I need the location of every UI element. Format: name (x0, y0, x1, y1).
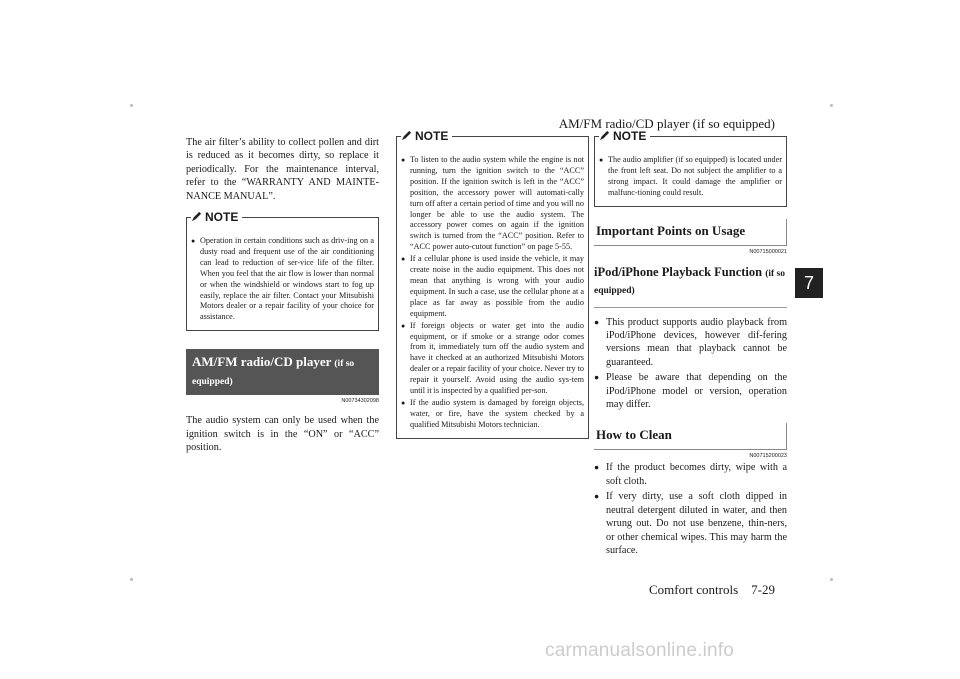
chapter-tab: 7 (795, 268, 823, 298)
watermark: carmanualsonline.info (545, 640, 735, 661)
body-paragraph: The audio system can only be used when t… (186, 415, 379, 454)
column-2: NOTE To listen to the audio system while… (396, 129, 589, 439)
note-pencil-icon (191, 211, 202, 222)
section-title: AM/FM radio/CD player (if so equipped) (186, 349, 379, 396)
note-box: NOTE Operation in certain conditions suc… (186, 210, 379, 332)
note-item: Operation in certain conditions such as … (191, 236, 374, 323)
footer-section: Comfort controls (648, 582, 739, 597)
intro-paragraph: The air filter’s ability to collect poll… (186, 137, 379, 202)
note-box: NOTE The audio amplifier (if so equipped… (594, 129, 787, 207)
column-1: The air filter’s ability to collect poll… (186, 136, 379, 455)
note-item: To listen to the audio system while the … (401, 155, 584, 253)
note-label: NOTE (191, 210, 243, 225)
list-item: If the product becomes dirty, wipe with … (594, 461, 787, 488)
list-item: This product supports audio playback fro… (594, 316, 787, 370)
page-header: AM/FM radio/CD player (if so equipped) (558, 116, 775, 131)
note-item: The audio amplifier (if so equipped) is … (599, 155, 782, 199)
crop-mark (830, 104, 833, 107)
note-item: If foreign objects or water get into the… (401, 321, 584, 397)
note-label: NOTE (401, 129, 453, 143)
note-item: If a cellular phone is used inside the v… (401, 254, 584, 319)
heading-important-points: Important Points on Usage (594, 218, 787, 246)
list-item: If very dirty, use a soft cloth dipped i… (594, 490, 787, 557)
page-footer: Comfort controls 7-29 (649, 582, 775, 598)
crop-mark (830, 578, 833, 581)
note-box: NOTE To listen to the audio system while… (396, 129, 589, 439)
section-code: N00715200023 (749, 453, 787, 460)
section-code: N00734302098 (341, 398, 379, 405)
crop-mark (130, 578, 133, 581)
note-label: NOTE (599, 129, 651, 143)
heading-ipod-playback: iPod/iPhone Playback Function (if so equ… (594, 265, 787, 308)
heading-how-to-clean: How to Clean (594, 423, 787, 451)
crop-mark (130, 104, 133, 107)
section-code: N00715000021 (749, 248, 787, 255)
note-item: If the audio system is damaged by foreig… (401, 398, 584, 431)
note-pencil-icon (599, 130, 610, 141)
list-item: Please be aware that depending on the iP… (594, 371, 787, 411)
footer-page-number: 7-29 (751, 582, 775, 597)
note-pencil-icon (401, 130, 412, 141)
column-3: NOTE The audio amplifier (if so equipped… (594, 129, 787, 557)
